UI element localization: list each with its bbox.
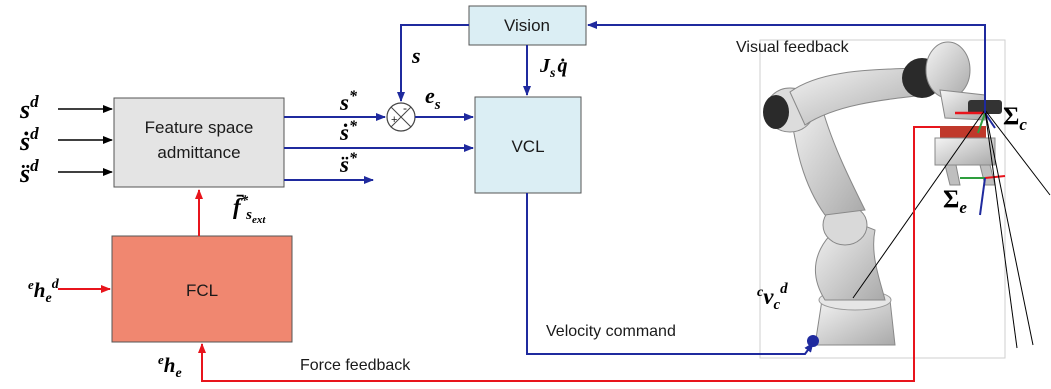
velocity-command-line <box>526 193 814 355</box>
arrow-s-feedback <box>397 24 469 102</box>
label-e-s: es <box>425 83 441 113</box>
velocity-command-label: Velocity command <box>546 323 676 340</box>
handle-marker <box>807 335 819 347</box>
admittance-label-line1: Feature space <box>145 118 254 137</box>
label-h-e-d: ehed <box>28 277 60 306</box>
label-sdot-star: ṡ* <box>339 118 358 145</box>
label-sddot-d: s̈d <box>19 156 39 188</box>
robot-illustration <box>759 39 1051 359</box>
admittance-block <box>113 97 285 188</box>
summing-junction: + - <box>386 101 416 132</box>
label-sigma-e: Σe <box>943 186 967 217</box>
label-s-star: s* <box>339 88 358 115</box>
frame-e-x-axis <box>984 175 1006 179</box>
vcl-block <box>474 96 582 194</box>
label-sdot-d: ṡd <box>19 124 39 156</box>
force-feedback-line <box>198 126 940 382</box>
robot-flange <box>940 126 986 138</box>
label-sddot-star: s̈* <box>339 150 358 177</box>
fcl-block <box>111 235 293 343</box>
admittance-label-line2: admittance <box>157 143 240 162</box>
label-sigma-c: Σc <box>1003 103 1027 134</box>
label-h-e: ehe <box>158 352 182 381</box>
label-v-c-d: cvcd <box>757 281 788 313</box>
frame-c-z-axis <box>984 112 996 129</box>
plus-sign: + <box>391 114 397 126</box>
frame-e-z-axis <box>979 177 986 216</box>
gripper <box>934 137 996 166</box>
camera-ray-4 <box>852 109 986 299</box>
label-f-ext: f̄*sext <box>233 193 266 226</box>
label-s-feedback: s <box>411 43 421 68</box>
camera-ray-3 <box>984 109 1018 349</box>
camera-ray-1 <box>984 109 1051 196</box>
force-feedback-label: Force feedback <box>300 357 411 374</box>
visual-feedback-label: Visual feedback <box>736 39 850 56</box>
fcl-block-label: FCL <box>186 281 218 300</box>
minus-sign: - <box>403 101 407 115</box>
vision-block-label: Vision <box>504 16 550 35</box>
frame-c-y-axis <box>977 112 986 134</box>
camera-ray-2 <box>984 109 1034 346</box>
visual-feedback-line <box>587 21 986 113</box>
label-s-d: sd <box>19 92 39 124</box>
vcl-block-label: VCL <box>511 137 544 156</box>
